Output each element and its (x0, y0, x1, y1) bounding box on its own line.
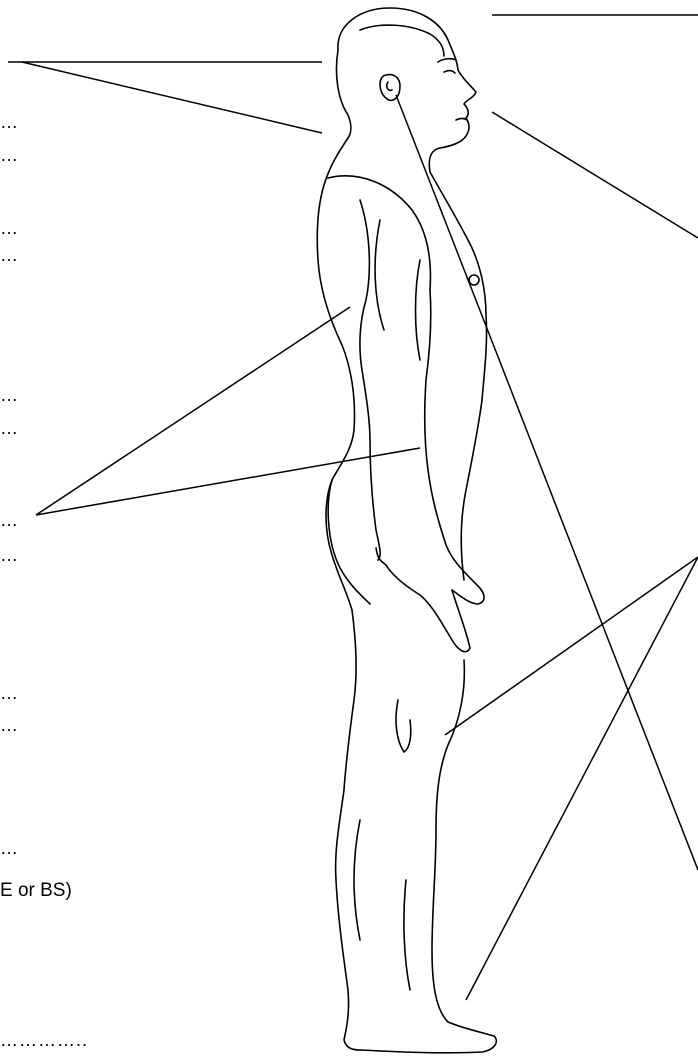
nipple (469, 275, 479, 285)
abdomen (461, 400, 482, 580)
wrist (376, 548, 386, 565)
brow (438, 59, 456, 62)
ankle-leader-line (466, 557, 698, 1000)
back-outline (317, 138, 354, 610)
buttock (328, 480, 370, 604)
hair-line (360, 25, 444, 56)
head-back-leader-line (22, 62, 322, 133)
leg-back (336, 610, 360, 1050)
shoulder (328, 176, 430, 290)
arm-muscle-line (375, 220, 384, 330)
mouth (456, 119, 467, 121)
nose-leader-line (492, 112, 698, 238)
knee-leader-line (445, 557, 698, 735)
arm-back-edge (360, 200, 380, 560)
ear-icon (380, 75, 400, 101)
eye (444, 71, 455, 73)
ear-to-right-leader-line (396, 95, 698, 870)
leg-front (360, 660, 496, 1053)
knee-detail (396, 700, 411, 752)
face-profile (338, 8, 476, 172)
hand (386, 565, 470, 652)
human-figure-outline (317, 8, 496, 1053)
shin-muscle-line (404, 880, 410, 990)
arm-front-edge (425, 290, 484, 604)
pec-muscle-line (416, 260, 421, 360)
back-of-head (336, 50, 351, 138)
calf-muscle-line (354, 820, 360, 940)
leader-lines (8, 15, 698, 1000)
arm-upper-leader-line (36, 307, 350, 515)
arm-lower-leader-line (36, 448, 420, 515)
ear-inner (387, 82, 392, 90)
chest-outline (430, 172, 487, 400)
